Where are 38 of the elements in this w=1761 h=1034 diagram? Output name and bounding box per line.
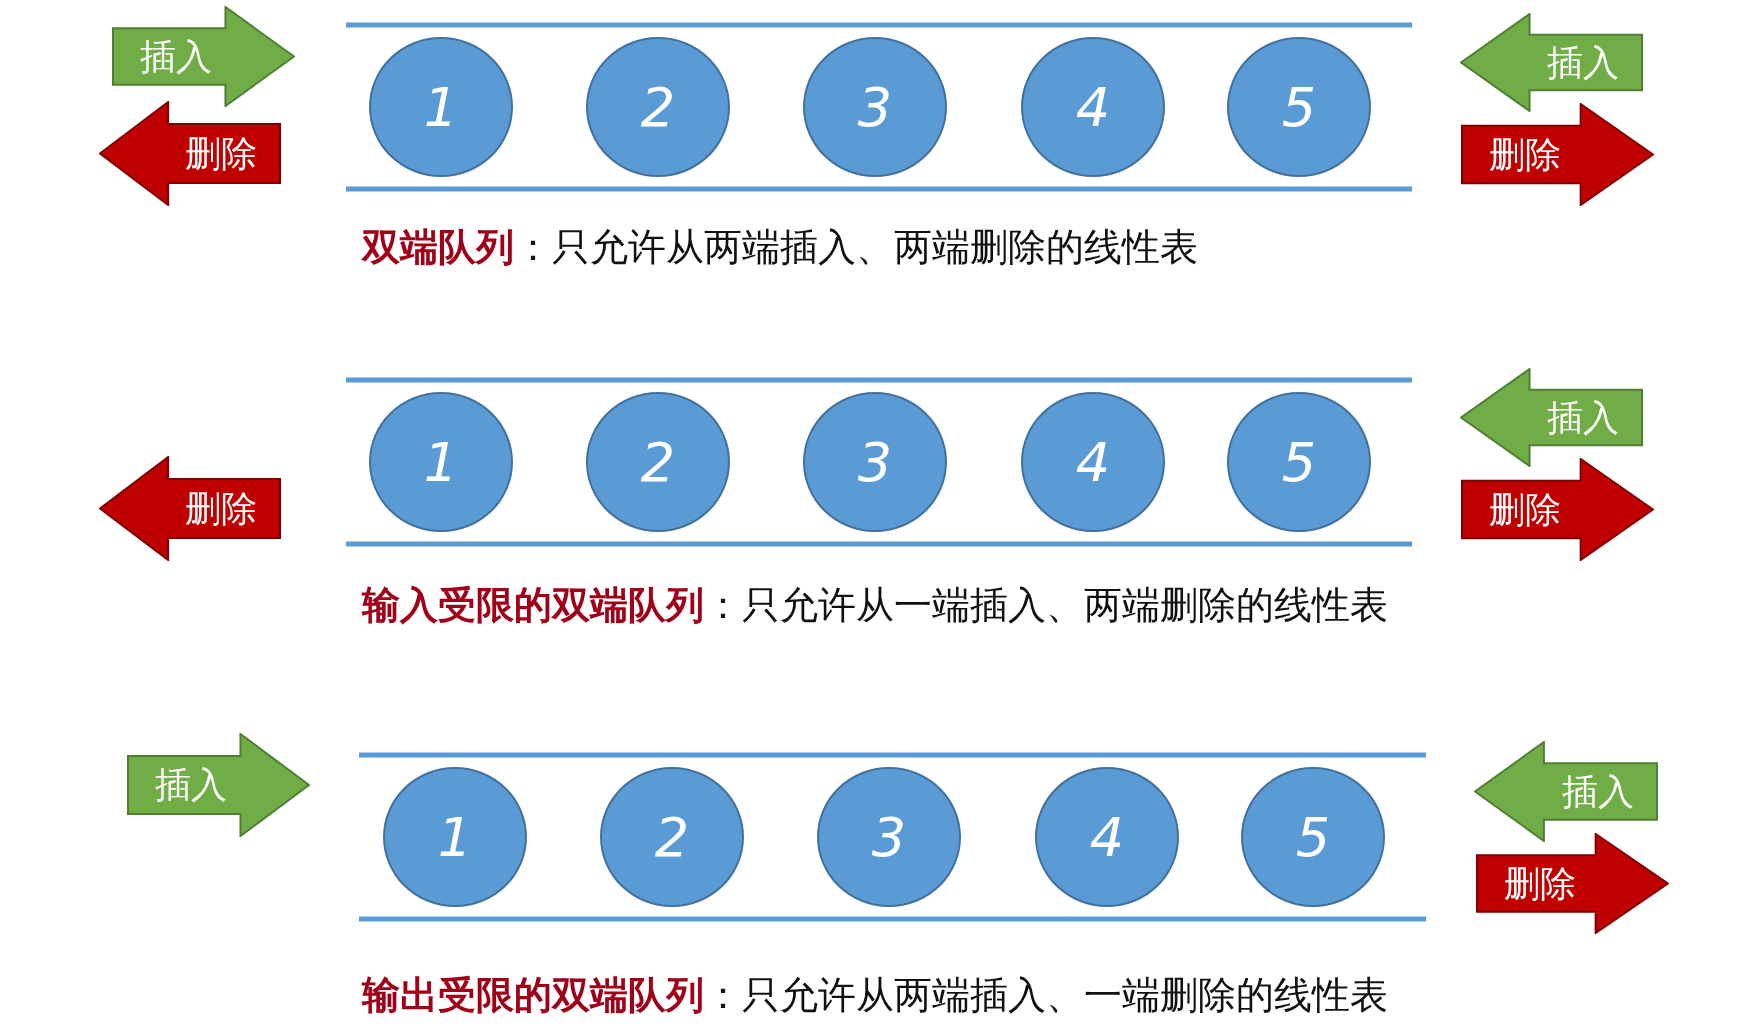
arrow-label: 删除: [1489, 491, 1561, 528]
queue-element-circle: 5: [1227, 392, 1371, 532]
arrow-label: 插入: [140, 38, 212, 75]
delete-arrow: [99, 101, 281, 206]
arrow-label: 删除: [185, 490, 257, 527]
arrow-label: 插入: [1547, 399, 1619, 436]
queue-element-circle: 3: [803, 392, 947, 532]
delete-arrow: [99, 456, 281, 561]
insert-arrow: [127, 733, 310, 837]
arrow-label: 删除: [185, 135, 257, 172]
queue-element-circle: 1: [369, 37, 513, 177]
queue-element-circle: 4: [1021, 392, 1165, 532]
queue-element-circle: 5: [1227, 37, 1371, 177]
delete-arrow: [1461, 458, 1654, 561]
insert-arrow: [112, 6, 295, 107]
insert-arrow: [1460, 368, 1643, 467]
delete-arrow: [1476, 833, 1669, 934]
arrow-label: 插入: [1547, 44, 1619, 81]
arrow-label: 插入: [1562, 773, 1634, 810]
arrow-label: 删除: [1504, 865, 1576, 902]
definition-text: 输入受限的双端队列：只允许从一端插入、两端删除的线性表: [362, 582, 1388, 629]
arrow-label: 插入: [155, 767, 227, 803]
insert-arrow: [1474, 741, 1658, 842]
queue-element-circle: 2: [586, 37, 730, 177]
queue-element-circle: 2: [586, 392, 730, 532]
queue-element-circle: 3: [803, 37, 947, 177]
delete-arrow: [1461, 103, 1654, 206]
queue-element-circle: 5: [1241, 767, 1385, 907]
queue-element-circle: 1: [369, 392, 513, 532]
queue-element-circle: 1: [383, 767, 527, 907]
queue-element-circle: 4: [1021, 37, 1165, 177]
queue-element-circle: 4: [1035, 767, 1179, 907]
insert-arrow: [1460, 13, 1643, 112]
queue-element-circle: 2: [600, 767, 744, 907]
definition-text: 输出受限的双端队列：只允许从两端插入、一端删除的线性表: [362, 972, 1388, 1019]
queue-element-circle: 3: [817, 767, 961, 907]
definition-text: 双端队列：只允许从两端插入、两端删除的线性表: [362, 224, 1198, 271]
arrow-label: 删除: [1489, 136, 1561, 173]
